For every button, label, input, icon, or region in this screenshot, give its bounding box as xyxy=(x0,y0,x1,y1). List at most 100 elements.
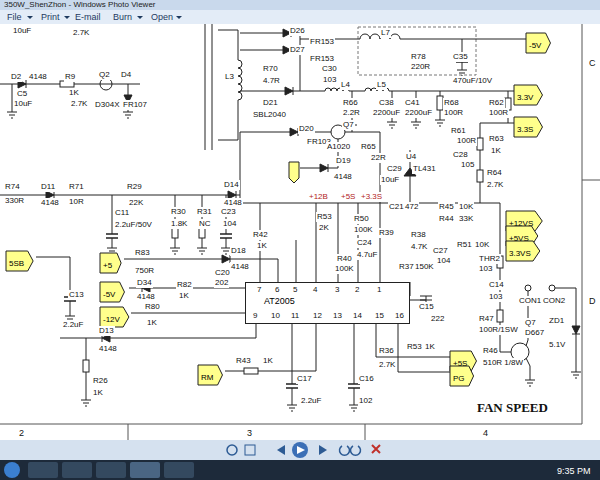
component-label: 4148 xyxy=(136,292,156,302)
component-label: R71 xyxy=(68,182,85,192)
rotate-icon xyxy=(340,446,350,455)
ground-symbol xyxy=(81,400,91,406)
rotate-icon xyxy=(350,446,360,455)
net-tag: PG xyxy=(450,366,474,386)
component-label: R74 xyxy=(4,182,21,192)
component-label: 4148 xyxy=(40,198,60,208)
component-label: D2 xyxy=(10,72,22,82)
component-label: D19 xyxy=(335,156,352,166)
component-label: 100K xyxy=(353,225,374,235)
tag-shape xyxy=(514,117,542,137)
transistor-symbols xyxy=(100,78,555,361)
toolbar-icons xyxy=(227,442,380,458)
component-label: 1K xyxy=(256,241,268,251)
net-tag: -5V xyxy=(100,282,124,302)
resistor-symbol xyxy=(83,360,89,372)
component-label: C24 xyxy=(356,238,373,248)
diode-symbol xyxy=(222,255,230,263)
net-name: -5V xyxy=(103,290,115,299)
component-label: C41 xyxy=(404,98,421,108)
resistor-symbol xyxy=(497,310,503,322)
component-label: 1K xyxy=(262,356,274,366)
pin-number: 3 xyxy=(334,285,340,295)
task-button xyxy=(28,462,58,478)
menu-bar xyxy=(0,10,600,24)
menu-item: E-mail xyxy=(74,12,102,23)
net-tag: +5 xyxy=(100,253,121,273)
component-label: 10K xyxy=(474,240,490,250)
component-label: 2K xyxy=(318,223,330,233)
grid-marker: D xyxy=(588,296,597,307)
dashed-outline xyxy=(358,27,476,75)
tag-shape xyxy=(100,307,129,327)
component-label: 1K xyxy=(92,388,104,398)
inductor-symbol xyxy=(238,60,242,100)
component-label: 472 xyxy=(404,202,419,212)
title-bar xyxy=(0,0,600,10)
component-label: FR153 xyxy=(309,37,335,47)
diode-symbols xyxy=(18,29,580,342)
net-label: +3.3S xyxy=(360,192,383,202)
net-tag: 3.3VS xyxy=(506,241,540,261)
component-label: 10uF xyxy=(12,26,32,36)
component-label: 222 xyxy=(430,314,445,324)
component-label: 104 xyxy=(222,219,237,229)
component-label: R42 xyxy=(252,230,269,240)
tag-shape xyxy=(100,282,124,302)
pin-number: 9 xyxy=(252,311,258,321)
component-label: SBL2040 xyxy=(252,110,287,120)
slideshow-button xyxy=(292,442,308,458)
component-label: 103 xyxy=(322,75,337,85)
component-label: R68 xyxy=(443,98,460,108)
component-label: R30 xyxy=(170,207,187,217)
net-label: +5S xyxy=(340,192,356,202)
taskbar-items xyxy=(4,462,194,478)
component-label: R36 xyxy=(378,346,395,356)
component-label: R9 xyxy=(64,72,76,82)
component-label: 22R xyxy=(370,153,387,163)
component-label: C14 xyxy=(488,280,505,290)
pin-number: 13 xyxy=(332,311,343,321)
tag-shape xyxy=(526,33,550,53)
zoom-icon xyxy=(227,445,237,455)
component-label: Q7 xyxy=(342,120,355,130)
net-name: -5V xyxy=(529,41,541,50)
ground-symbol xyxy=(287,405,297,411)
component-label: THR2 xyxy=(478,254,501,264)
component-label: 1K xyxy=(490,146,502,156)
component-label: CON2 xyxy=(542,296,566,306)
component-label: R53 xyxy=(316,212,333,222)
component-label: 5.1V xyxy=(548,340,566,350)
component-label: C27 xyxy=(432,246,449,256)
connector-pin xyxy=(525,285,531,291)
tag-shape xyxy=(514,85,542,105)
component-label: R66 xyxy=(342,98,359,108)
component-label: R44 xyxy=(438,214,455,224)
component-label: R31 xyxy=(196,207,213,217)
pin-number: 4 xyxy=(312,285,318,295)
component-label: 105 xyxy=(460,160,475,170)
task-button xyxy=(62,462,92,478)
net-tag: -12V xyxy=(100,307,129,327)
component-label: 470uF/10V xyxy=(452,76,493,86)
component-label: D18 xyxy=(230,246,247,256)
start-button xyxy=(4,462,20,478)
pin-number: 7 xyxy=(256,285,262,295)
component-label: R62 xyxy=(488,98,505,108)
component-label: 103 xyxy=(488,292,503,302)
delete-icon xyxy=(372,445,380,453)
component-label: D13 xyxy=(98,326,115,336)
dropdown-arrow xyxy=(27,16,33,19)
net-tag: -5V xyxy=(526,33,550,53)
wire-net xyxy=(0,24,576,405)
pin-number: 1 xyxy=(376,285,382,295)
zener-symbol xyxy=(572,326,580,334)
ground-symbol xyxy=(170,248,180,254)
component-label: C23 xyxy=(220,207,237,217)
component-label: D21 xyxy=(262,98,279,108)
component-label: R63 xyxy=(488,134,505,144)
component-label: L3 xyxy=(224,72,235,82)
diode-symbol xyxy=(320,164,328,172)
component-label: 4148 xyxy=(28,72,48,82)
